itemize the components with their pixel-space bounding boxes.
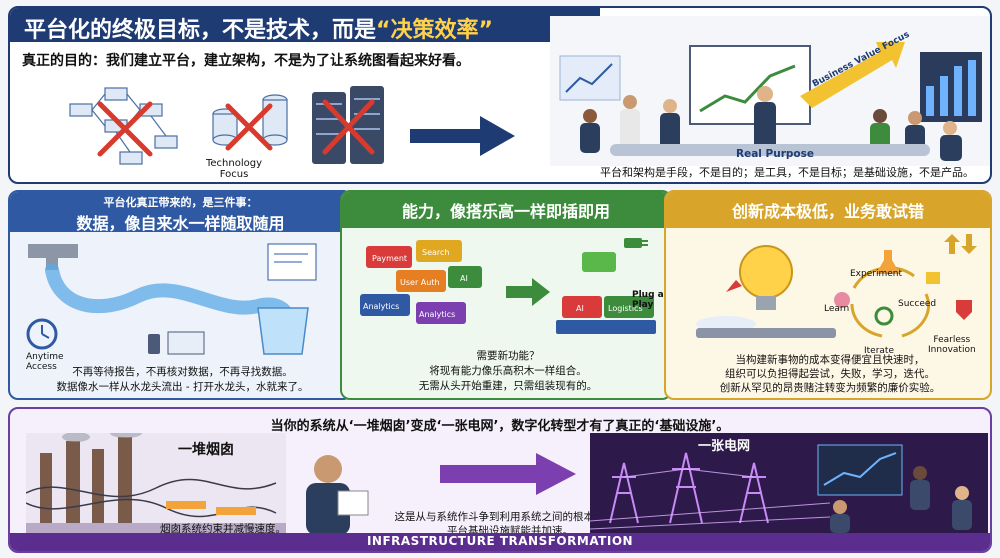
- svg-text:Payment: Payment: [372, 254, 407, 263]
- lego-block-logistics: Logistics: [604, 296, 654, 318]
- wall-chart-icon: [559, 55, 621, 101]
- arrow-right-icon: [410, 116, 515, 156]
- faucet-icon: [28, 244, 78, 270]
- data-water-illustration: [26, 243, 317, 355]
- technology-focus-illustration: [69, 86, 515, 165]
- person-icon: [830, 466, 972, 533]
- tech-focus-label: Technology Focus: [206, 158, 263, 180]
- cross-icon: [322, 99, 375, 155]
- real-purpose-label: Real Purpose: [736, 148, 814, 160]
- lego-block-analytics: Analytics: [416, 302, 466, 324]
- smoke-icon: [62, 433, 142, 442]
- lightbulb-icon: [739, 245, 793, 310]
- cycle-succeed: Succeed: [898, 299, 937, 309]
- transformation-arrow-illustration: [440, 453, 576, 495]
- title-highlight: “决策效率”: [376, 18, 493, 43]
- chimneys-illustration: [26, 433, 286, 533]
- lego-block-user-auth: User Auth: [396, 270, 446, 292]
- svg-text:Analytics: Analytics: [419, 310, 455, 319]
- server-rack-icon: [312, 86, 384, 164]
- innovation-desc-line2: 组织可以负担得起尝试，失败，学习，迭代。: [725, 368, 935, 380]
- lego-block-ai: AI: [562, 296, 602, 318]
- flask-icon: [876, 250, 900, 274]
- document-icon: [337, 490, 369, 516]
- grid-label: 一张电网: [698, 439, 751, 454]
- data-panel-head-line1: 平台化真正带来的，是三件事：: [103, 196, 258, 209]
- shield-heart-icon: [956, 300, 972, 320]
- lego-block-search: Search: [416, 240, 462, 262]
- innovation-desc-line3: 创新从罕见的昂贵赌注转变为频繁的廉价实验。: [719, 382, 941, 394]
- svg-text:Search: Search: [422, 248, 449, 257]
- cycle-iterate: Iterate: [864, 346, 895, 356]
- svg-text:Analytics: Analytics: [363, 302, 399, 311]
- svg-text:User Auth: User Auth: [400, 278, 440, 287]
- anytime-access-label: Anytime Access: [26, 352, 64, 372]
- power-grid-illustration: [590, 433, 988, 533]
- clock-icon: [26, 318, 58, 350]
- chimney-caption: 烟囱系统约束并减慢速度。: [160, 523, 286, 535]
- brain-icon: [834, 292, 850, 308]
- svg-text:AI: AI: [460, 274, 468, 283]
- chimney-label: 一堆烟囱: [178, 442, 234, 458]
- capability-panel: 能力，像搭乐高一样即插即用 Payment Search User Auth A…: [340, 190, 672, 400]
- data-panel-head-line2: 数据，像自来水一样随取随用: [76, 214, 285, 233]
- person-icon: [580, 86, 962, 161]
- infrastructure-heading: 当你的系统从‘一堆烟囱’变成‘一张电网’，数字化转型才有了真正的‘基础设施’。: [270, 419, 730, 434]
- plug-icon: [624, 238, 648, 248]
- flowchart-icon: [69, 87, 178, 165]
- trophy-icon: [926, 272, 940, 284]
- business-meeting-illustration: Business Value Focus: [550, 16, 990, 166]
- water-glass-icon: [257, 307, 309, 355]
- lego-block-ai: AI: [448, 266, 482, 288]
- top-caption: 平台和架构是手段，不是目的；是工具，不是目标；是基础设施，不是产品。: [600, 166, 974, 179]
- lego-block-payment: Payment: [366, 246, 412, 268]
- cross-icon: [225, 103, 273, 151]
- infrastructure-panel: 当你的系统从‘一堆烟囱’变成‘一张电网’，数字化转型才有了真正的‘基础设施’。 …: [8, 407, 992, 553]
- innovation-illustration: [696, 234, 977, 338]
- lego-blocks-illustration: Payment Search User Auth AI Analytics An…: [360, 238, 656, 334]
- cycle-learn: Learn: [824, 304, 850, 314]
- cross-icon: [97, 101, 153, 157]
- lego-block-analytics: Analytics: [360, 294, 410, 316]
- title-main: 平台化的终极目标，不是技术，而是: [24, 18, 377, 43]
- data-panel-header: 平台化真正带来的，是三件事： 数据，像自来水一样随取随用: [10, 192, 351, 233]
- innovation-panel-header: 创新成本极低，业务敢试错: [666, 192, 990, 228]
- plug-and-play-label: Plug and Play: [632, 290, 670, 310]
- capability-desc-line3: 无需从头开始重建，只需组装现有的。: [418, 380, 598, 392]
- phone-icon: [148, 334, 160, 354]
- center-caption-line1: 这是从与系统作斗争到利用系统之间的根本区别。: [394, 511, 626, 523]
- capability-panel-header: 能力，像搭乐高一样即插即用: [342, 192, 670, 228]
- data-desc-line2: 数据像水一样从水龙头流出 - 打开水龙头，水就来了。: [56, 381, 309, 393]
- arrow-right-icon: [506, 278, 550, 306]
- lego-block-green: [582, 252, 616, 272]
- refresh-icon: [874, 306, 894, 326]
- innovation-desc-line1: 当构建新事物的成本变得便宜且快速时，: [735, 354, 925, 366]
- innovation-panel: 创新成本极低，业务敢试错 Experiment Succeed Iterate …: [664, 190, 992, 400]
- dashboard-screen-icon: [817, 444, 903, 496]
- cycle-experiment: Experiment: [850, 269, 903, 279]
- growth-arrow-icon: [800, 42, 905, 108]
- infrastructure-footer: INFRASTRUCTURE TRANSFORMATION: [10, 533, 990, 551]
- subtitle: 真正的目的：我们建立平台，建立架构，不是为了让系统图看起来好看。: [22, 53, 470, 69]
- presentation-screen-icon: [689, 45, 811, 125]
- launch-pad: [696, 328, 836, 338]
- barrier-icon: [166, 501, 256, 515]
- capability-desc-line2: 将现有能力像乐高积木一样组合。: [429, 365, 587, 377]
- data-panel: 平台化真正带来的，是三件事： 数据，像自来水一样随取随用 Anytime Acc…: [8, 190, 353, 400]
- power-tower-icon: [609, 452, 769, 524]
- fearless-innovation-label: Fearless Innovation: [928, 335, 976, 355]
- database-icon: [212, 94, 288, 146]
- laptop-icon: [167, 331, 205, 355]
- data-desc-line1: 不再等待报告，不再核对数据，不再寻找数据。: [72, 366, 293, 378]
- capability-desc-line1: 需要新功能？: [476, 350, 540, 362]
- top-panel: 平台化的终极目标，不是技术，而是“决策效率” 真正的目的：我们建立平台，建立架构…: [8, 6, 992, 184]
- svg-text:AI: AI: [576, 304, 584, 313]
- page-title: 平台化的终极目标，不是技术，而是“决策效率”: [10, 8, 600, 43]
- svg-text:Logistics: Logistics: [608, 304, 643, 313]
- lego-base-plate: [556, 320, 656, 334]
- arrow-right-icon: [440, 453, 576, 495]
- frustrated-person-illustration: [306, 455, 369, 535]
- up-down-arrows-icon: [944, 234, 977, 254]
- data-stream-icon: [45, 263, 296, 343]
